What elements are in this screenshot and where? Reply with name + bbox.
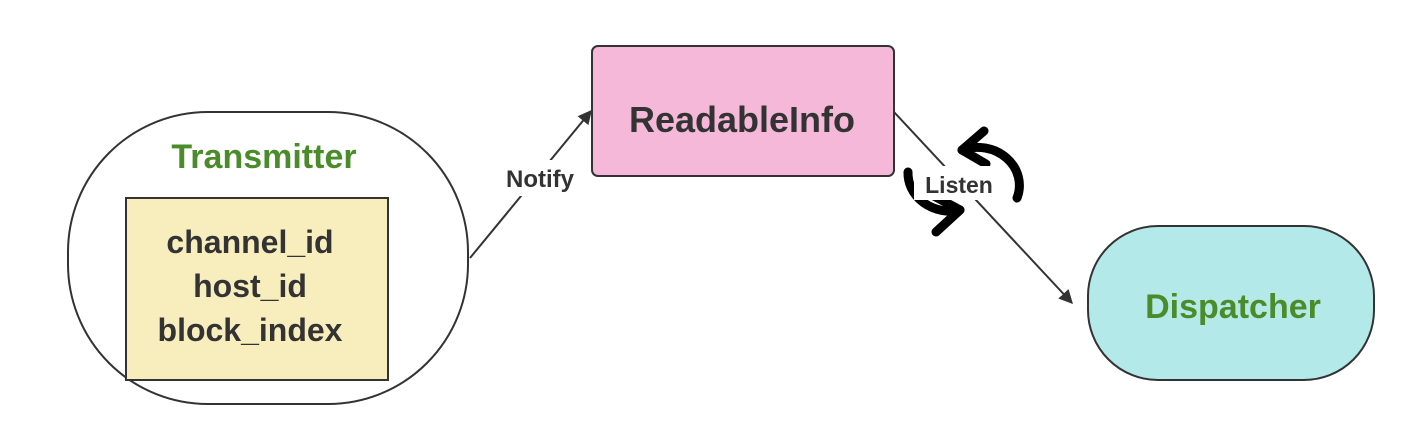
notify-label: Notify [506,166,575,193]
listen-label: Listen [925,172,993,198]
readable-info-node: ReadableInfo [591,45,895,177]
notify-label-bg [494,160,584,196]
dispatcher-node: Dispatcher [1087,225,1375,381]
listen-label-bg [914,166,1002,200]
transmitter-fields-box [125,197,389,381]
transmitter-node: Transmitter channel_id host_id block_ind… [67,111,469,405]
field-channel-id: channel_id [166,224,333,260]
field-block-index: block_index [158,312,343,348]
listen-edge: Listen [893,111,1073,305]
listen-arrow [893,111,1073,305]
readable-info-title: ReadableInfo [629,99,855,140]
notify-edge: Notify [469,109,592,259]
readable-info-shape [591,45,895,177]
dispatcher-title: Dispatcher [1145,288,1321,326]
refresh-cycle-icon [903,126,1024,237]
transmitter-title: Transmitter [171,138,356,176]
field-host-id: host_id [193,268,307,304]
dispatcher-shape [1087,225,1375,381]
